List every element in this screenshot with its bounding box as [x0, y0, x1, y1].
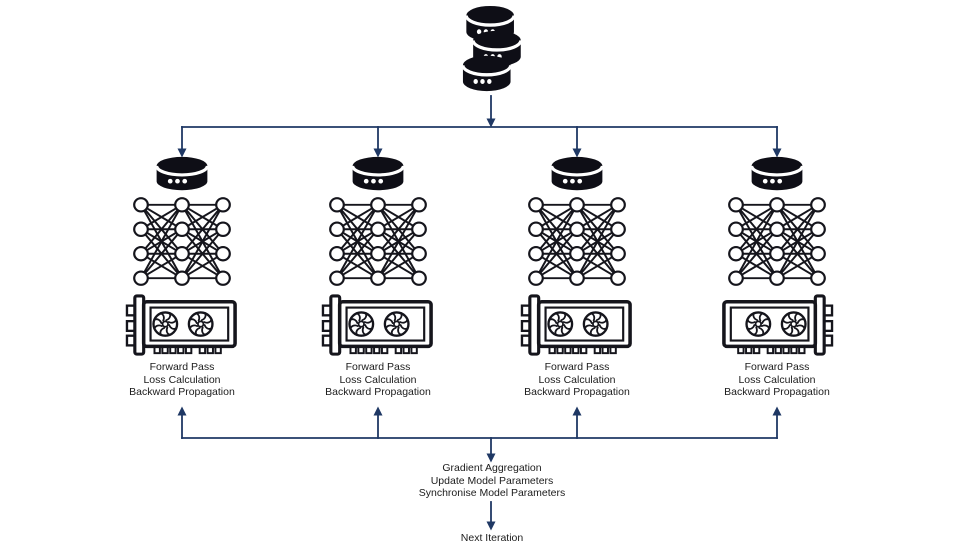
worker-3-steps: Forward Pass Loss Calculation Backward P… — [492, 361, 662, 399]
database-icon — [153, 156, 211, 192]
gpu-icon — [720, 294, 834, 358]
worker-4-steps: Forward Pass Loss Calculation Backward P… — [692, 361, 862, 399]
aggregation-line: Gradient Aggregation — [442, 462, 542, 474]
aggregation-line: Update Model Parameters — [430, 474, 554, 487]
neural-network-icon — [133, 197, 231, 286]
worker-step: Backward Propagation — [524, 386, 630, 398]
gpu-icon — [520, 294, 634, 358]
next-iteration-label: Next Iteration — [460, 532, 524, 544]
worker-1-steps: Forward Pass Loss Calculation Backward P… — [97, 361, 267, 399]
worker-step: Backward Propagation — [129, 386, 235, 398]
worker-step: Loss Calculation — [339, 373, 417, 386]
worker-step: Loss Calculation — [738, 373, 816, 386]
aggregation-line: Synchronise Model Parameters — [418, 487, 566, 499]
database-stack-icon — [457, 5, 525, 93]
worker-step: Forward Pass — [544, 361, 610, 373]
neural-network-icon — [528, 197, 626, 286]
worker-step: Loss Calculation — [143, 373, 221, 386]
worker-2-steps: Forward Pass Loss Calculation Backward P… — [293, 361, 463, 399]
gpu-icon — [125, 294, 239, 358]
neural-network-icon — [728, 197, 826, 286]
worker-step: Forward Pass — [744, 361, 810, 373]
aggregation-text: Gradient Aggregation Update Model Parame… — [372, 462, 612, 500]
neural-network-icon — [329, 197, 427, 286]
worker-step: Backward Propagation — [325, 386, 431, 398]
worker-step: Backward Propagation — [724, 386, 830, 398]
database-icon — [748, 156, 806, 192]
gpu-icon — [321, 294, 435, 358]
worker-step: Forward Pass — [345, 361, 411, 373]
worker-step: Loss Calculation — [538, 373, 616, 386]
database-icon — [548, 156, 606, 192]
worker-step: Forward Pass — [149, 361, 215, 373]
database-icon — [349, 156, 407, 192]
